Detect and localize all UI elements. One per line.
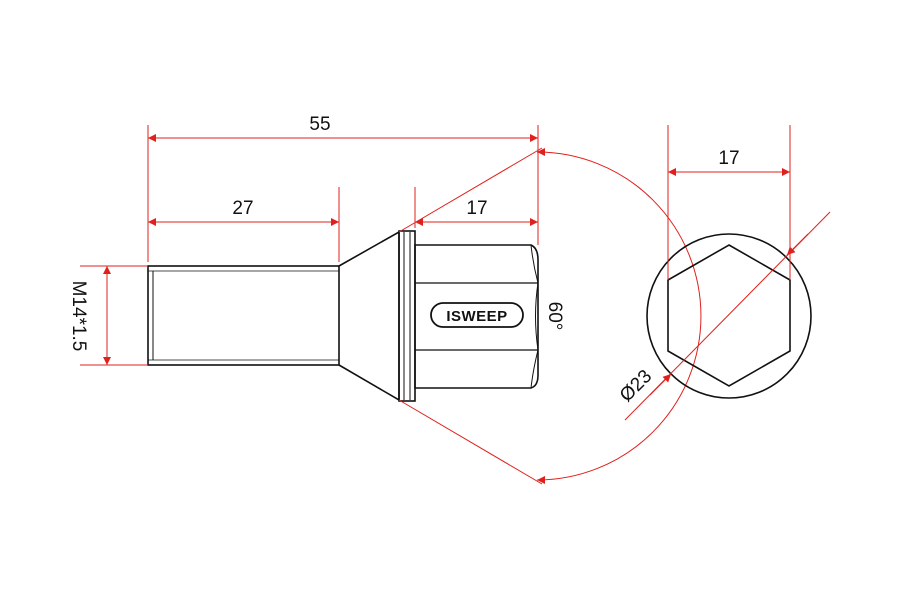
label-flange-diameter: Ø23 — [616, 366, 656, 406]
dim-arc-seat-angle — [536, 148, 702, 484]
label-hex-width: 17 — [718, 148, 739, 169]
thread-shaft — [147, 265, 340, 366]
label-seat-angle: 60° — [544, 302, 565, 331]
end-view-dimensions — [624, 125, 831, 421]
flange-circle — [646, 233, 812, 399]
hex-outline — [667, 244, 791, 387]
brand-logo-text: ISWEEP — [446, 308, 507, 325]
label-thread-length: 27 — [232, 198, 253, 219]
brand-logo: ISWEEP — [430, 302, 524, 328]
label-overall-length: 55 — [309, 114, 330, 135]
label-thread-spec: M14*1.5 — [68, 281, 89, 352]
label-hex-length: 17 — [466, 198, 487, 219]
conical-seat — [338, 230, 400, 402]
dimension-lines — [80, 125, 702, 485]
flange — [398, 230, 416, 402]
